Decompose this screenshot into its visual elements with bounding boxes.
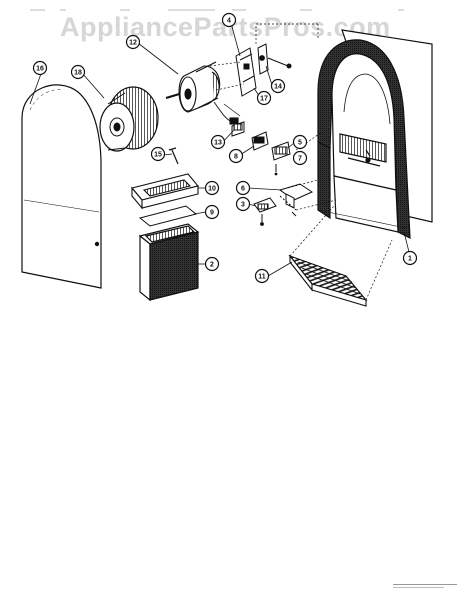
callout-label: 5 [298, 140, 302, 147]
footer-marks [393, 584, 457, 588]
callout-label: 1 [408, 256, 412, 263]
callout-circle [221, 12, 237, 28]
filter-frame [131, 173, 199, 210]
callout-8: 8 [228, 148, 244, 164]
callout-label: 18 [74, 70, 82, 77]
callout-circle [204, 180, 220, 196]
callout-18: 18 [70, 64, 86, 80]
callout-circle [204, 256, 220, 272]
wire-terminal [274, 172, 278, 176]
mount-screw [267, 57, 292, 69]
callout-circle [235, 196, 251, 212]
callout-13: 13 [210, 134, 226, 150]
callout-2: 2 [204, 256, 220, 272]
callout-label: 17 [260, 96, 268, 103]
callout-label: 11 [258, 274, 266, 281]
grille-dashed-leaders [289, 205, 393, 301]
capacitor-small [231, 121, 245, 137]
callout-label: 12 [129, 40, 137, 47]
callout-14: 14 [270, 78, 286, 94]
callout-circle [402, 250, 418, 266]
callout-7: 7 [292, 150, 308, 166]
callout-6: 6 [235, 180, 251, 196]
discharge-grille [288, 254, 368, 307]
callout-circle [292, 150, 308, 166]
callout-1: 1 [402, 250, 418, 266]
callout-circle [210, 134, 226, 150]
callout-label: 8 [234, 154, 238, 161]
screw-part-15 [168, 147, 179, 165]
callout-12: 12 [125, 34, 141, 50]
mounting-plate [138, 205, 198, 227]
thermostat [253, 197, 277, 226]
capacitor-large [271, 141, 291, 161]
callout-circle [254, 268, 270, 284]
callout-11: 11 [254, 268, 270, 284]
callout-circle [125, 34, 141, 50]
blower-motor [165, 61, 241, 125]
callout-circle [70, 64, 86, 80]
callout-label: 4 [227, 18, 231, 25]
bracket-dashed-leaders [209, 23, 319, 91]
callout-circle [204, 204, 220, 220]
cabinet-housing [317, 29, 433, 239]
motor-mount-bracket [235, 43, 269, 97]
callout-4: 4 [221, 12, 237, 28]
callout-label: 2 [210, 262, 214, 269]
blower-wheel [99, 86, 159, 152]
callout-circle [256, 90, 272, 106]
callout-label: 3 [241, 202, 245, 209]
callout-circle [235, 180, 251, 196]
callout-9: 9 [204, 204, 220, 220]
callout-label: 6 [241, 186, 245, 193]
callout-circle [228, 148, 244, 164]
callout-circle [32, 60, 48, 76]
callout-label: 13 [214, 140, 222, 147]
callout-16: 16 [32, 60, 48, 76]
callout-label: 7 [298, 156, 302, 163]
callout-5: 5 [292, 134, 308, 150]
heater-coil-block [138, 223, 200, 302]
callout-label: 14 [274, 84, 282, 91]
callout-10: 10 [204, 180, 220, 196]
callout-15: 15 [150, 146, 166, 162]
callout-circle [292, 134, 308, 150]
callout-label: 16 [36, 66, 44, 73]
callout-circle [150, 146, 166, 162]
callout-17: 17 [256, 90, 272, 106]
callout-label: 10 [208, 186, 216, 193]
callout-3: 3 [235, 196, 251, 212]
relay-block [251, 131, 269, 151]
callout-circle [270, 78, 286, 94]
front-cover-panel [21, 84, 102, 289]
callout-label: 9 [210, 210, 214, 217]
callout-label: 15 [154, 152, 162, 159]
